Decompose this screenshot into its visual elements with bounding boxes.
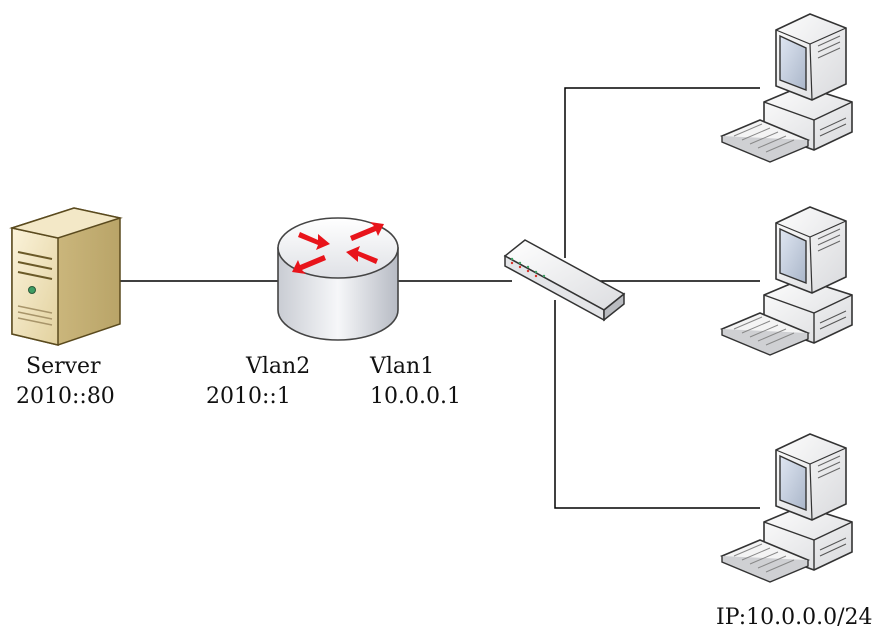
server-name: Server [26, 354, 101, 379]
router-right-interface: Vlan1 [370, 354, 435, 379]
router-left-interface: Vlan2 [246, 354, 311, 379]
link-switch-pc3 [554, 300, 760, 509]
router-right-address: 10.0.0.1 [370, 384, 461, 409]
switch-icon [503, 239, 626, 322]
server-icon [9, 207, 123, 346]
router-left-address: 2010::1 [206, 384, 291, 409]
connection-lines [120, 87, 760, 509]
server-address: 2010::80 [16, 384, 115, 409]
subnet-label: IP:10.0.0.0/24 [716, 605, 873, 630]
router-icon [277, 217, 399, 341]
link-switch-pc1 [564, 87, 760, 258]
